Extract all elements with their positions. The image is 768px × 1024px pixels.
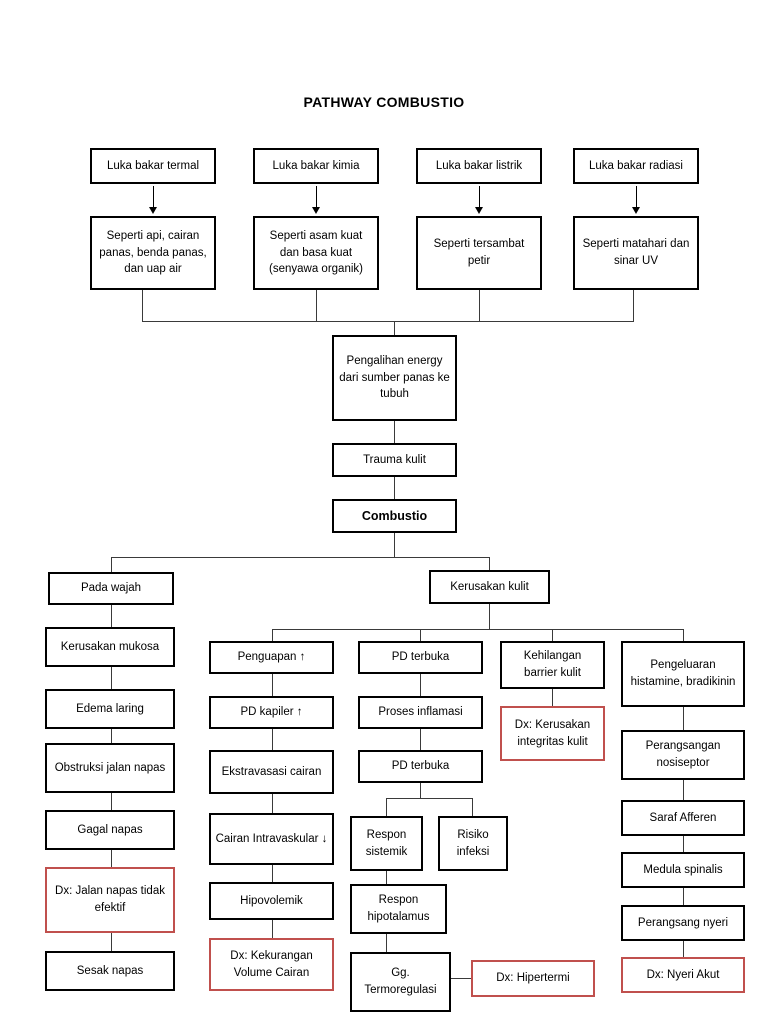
s4-box-perangsang-nyeri: Perangsang nyeri	[621, 905, 745, 941]
s2-box-pd-terbuka-1: PD terbuka	[358, 641, 483, 674]
connector-bus-top	[142, 321, 634, 322]
s1-box-ekstravasasi-cairan: Ekstravasasi cairan	[209, 750, 334, 794]
connector-bus-to-trunk	[394, 321, 395, 335]
s4-box-pengeluaran-histamine: Pengeluaran histamine, bradikinin	[621, 641, 745, 707]
connector-kulit-to-s3	[552, 629, 553, 641]
trigger-box-termal: Luka bakar termal	[90, 148, 216, 184]
s4-box-saraf-afferen: Saraf Afferen	[621, 800, 745, 836]
trigger-box-radiasi: Luka bakar radiasi	[573, 148, 699, 184]
connector-s2-1	[420, 674, 421, 696]
connector-to-kerusakan-kulit	[489, 557, 490, 572]
connector-trauma-to-combustio	[394, 477, 395, 499]
s3-box-kehilangan-barrier-kulit: Kehilangan barrier kulit	[500, 641, 605, 689]
branch-box-kerusakan-kulit: Kerusakan kulit	[429, 570, 550, 604]
connector-radiasi-down	[633, 290, 634, 322]
s1-box-hipovolemik: Hipovolemik	[209, 882, 334, 920]
connector-s4-5	[683, 941, 684, 957]
s2-box-gg-termoregulasi: Gg. Termoregulasi	[350, 952, 451, 1012]
s2-box-respon-sistemik: Respon sistemik	[350, 816, 423, 871]
connector-s1-2	[272, 729, 273, 750]
s1-box-pd-kapiler: PD kapiler ↑	[209, 696, 334, 729]
connector-s1-5	[272, 920, 273, 938]
connector-s2-respon-to-hipotalamus	[386, 871, 387, 884]
connector-s4-1	[683, 707, 684, 730]
trunk-box-combustio: Combustio	[332, 499, 457, 533]
connector-wajah-4	[111, 793, 112, 810]
connector-termal-down	[142, 290, 143, 322]
s2-box-respon-hipotalamus: Respon hipotalamus	[350, 884, 447, 934]
trigger-box-listrik: Luka bakar listrik	[416, 148, 542, 184]
s1-box-penguapan: Penguapan ↑	[209, 641, 334, 674]
face-box-obstruksi-jalan-napas: Obstruksi jalan napas	[45, 743, 175, 793]
branch-box-pada-wajah: Pada wajah	[48, 572, 174, 605]
connector-combustio-split-bus	[111, 557, 489, 558]
trunk-box-pengalihan-energy: Pengalihan energy dari sumber panas ke t…	[332, 335, 457, 421]
connector-s1-1	[272, 674, 273, 696]
s3-box-dx-kerusakan-integritas-kulit: Dx: Kerusakan integritas kulit	[500, 706, 605, 761]
connector-s2-to-respon-sistemik	[386, 798, 387, 816]
connector-s2-to-risiko-infeksi	[472, 798, 473, 816]
s1-box-dx-kekurangan-volume-cairan: Dx: Kekurangan Volume Cairan	[209, 938, 334, 991]
connector-listrik-down	[479, 290, 480, 322]
connector-kulit-split-bus	[272, 629, 683, 630]
face-box-sesak-napas: Sesak napas	[45, 951, 175, 991]
connector-wajah-2	[111, 667, 112, 689]
s2-box-pd-terbuka-2: PD terbuka	[358, 750, 483, 783]
connector-kulit-to-s4	[683, 629, 684, 641]
connector-pengalihan-to-trauma	[394, 421, 395, 443]
connector-s1-3	[272, 794, 273, 813]
connector-wajah-3	[111, 729, 112, 743]
s4-box-medula-spinalis: Medula spinalis	[621, 852, 745, 888]
connector-s2-split-bus	[386, 798, 473, 799]
face-box-gagal-napas: Gagal napas	[45, 810, 175, 850]
s2-box-risiko-infeksi: Risiko infeksi	[438, 816, 508, 871]
connector-s2-2	[420, 729, 421, 750]
connector-s2-split-stem	[420, 783, 421, 799]
connector-kimia-down	[316, 290, 317, 322]
connector-s3-1	[552, 689, 553, 706]
trigger-box-kimia: Luka bakar kimia	[253, 148, 379, 184]
connector-wajah-6	[111, 933, 112, 951]
s2-box-dx-hipertermi: Dx: Hipertermi	[471, 960, 595, 997]
connector-s2-hipotalamus-to-termoregulasi	[386, 934, 387, 952]
connector-wajah-5	[111, 850, 112, 867]
connector-kulit-to-s2	[420, 629, 421, 641]
detail-box-listrik: Seperti tersambat petir	[416, 216, 542, 290]
face-box-edema-laring: Edema laring	[45, 689, 175, 729]
detail-box-termal: Seperti api, cairan panas, benda panas, …	[90, 216, 216, 290]
s4-box-dx-nyeri-akut: Dx: Nyeri Akut	[621, 957, 745, 993]
connector-s4-4	[683, 888, 684, 905]
face-box-dx-jalan-napas-tidak-efektif: Dx: Jalan napas tidak efektif	[45, 867, 175, 933]
page-title: PATHWAY COMBUSTIO	[303, 94, 465, 110]
connector-kulit-down	[489, 604, 490, 630]
connector-s1-4	[272, 865, 273, 882]
connector-wajah-1	[111, 605, 112, 627]
detail-box-radiasi: Seperti matahari dan sinar UV	[573, 216, 699, 290]
s1-box-cairan-intravaskular: Cairan Intravaskular ↓	[209, 813, 334, 865]
connector-s4-2	[683, 780, 684, 800]
connector-s4-3	[683, 836, 684, 852]
connector-kulit-to-s1	[272, 629, 273, 641]
s2-box-proses-inflamasi: Proses inflamasi	[358, 696, 483, 729]
s4-box-perangsangan-nosiseptor: Perangsangan nosiseptor	[621, 730, 745, 780]
trunk-box-trauma-kulit: Trauma kulit	[332, 443, 457, 477]
connector-termoregulasi-to-hipertermi	[451, 978, 471, 979]
connector-combustio-down	[394, 533, 395, 558]
face-box-kerusakan-mukosa: Kerusakan mukosa	[45, 627, 175, 667]
connector-to-pada-wajah	[111, 557, 112, 572]
detail-box-kimia: Seperti asam kuat dan basa kuat (senyawa…	[253, 216, 379, 290]
